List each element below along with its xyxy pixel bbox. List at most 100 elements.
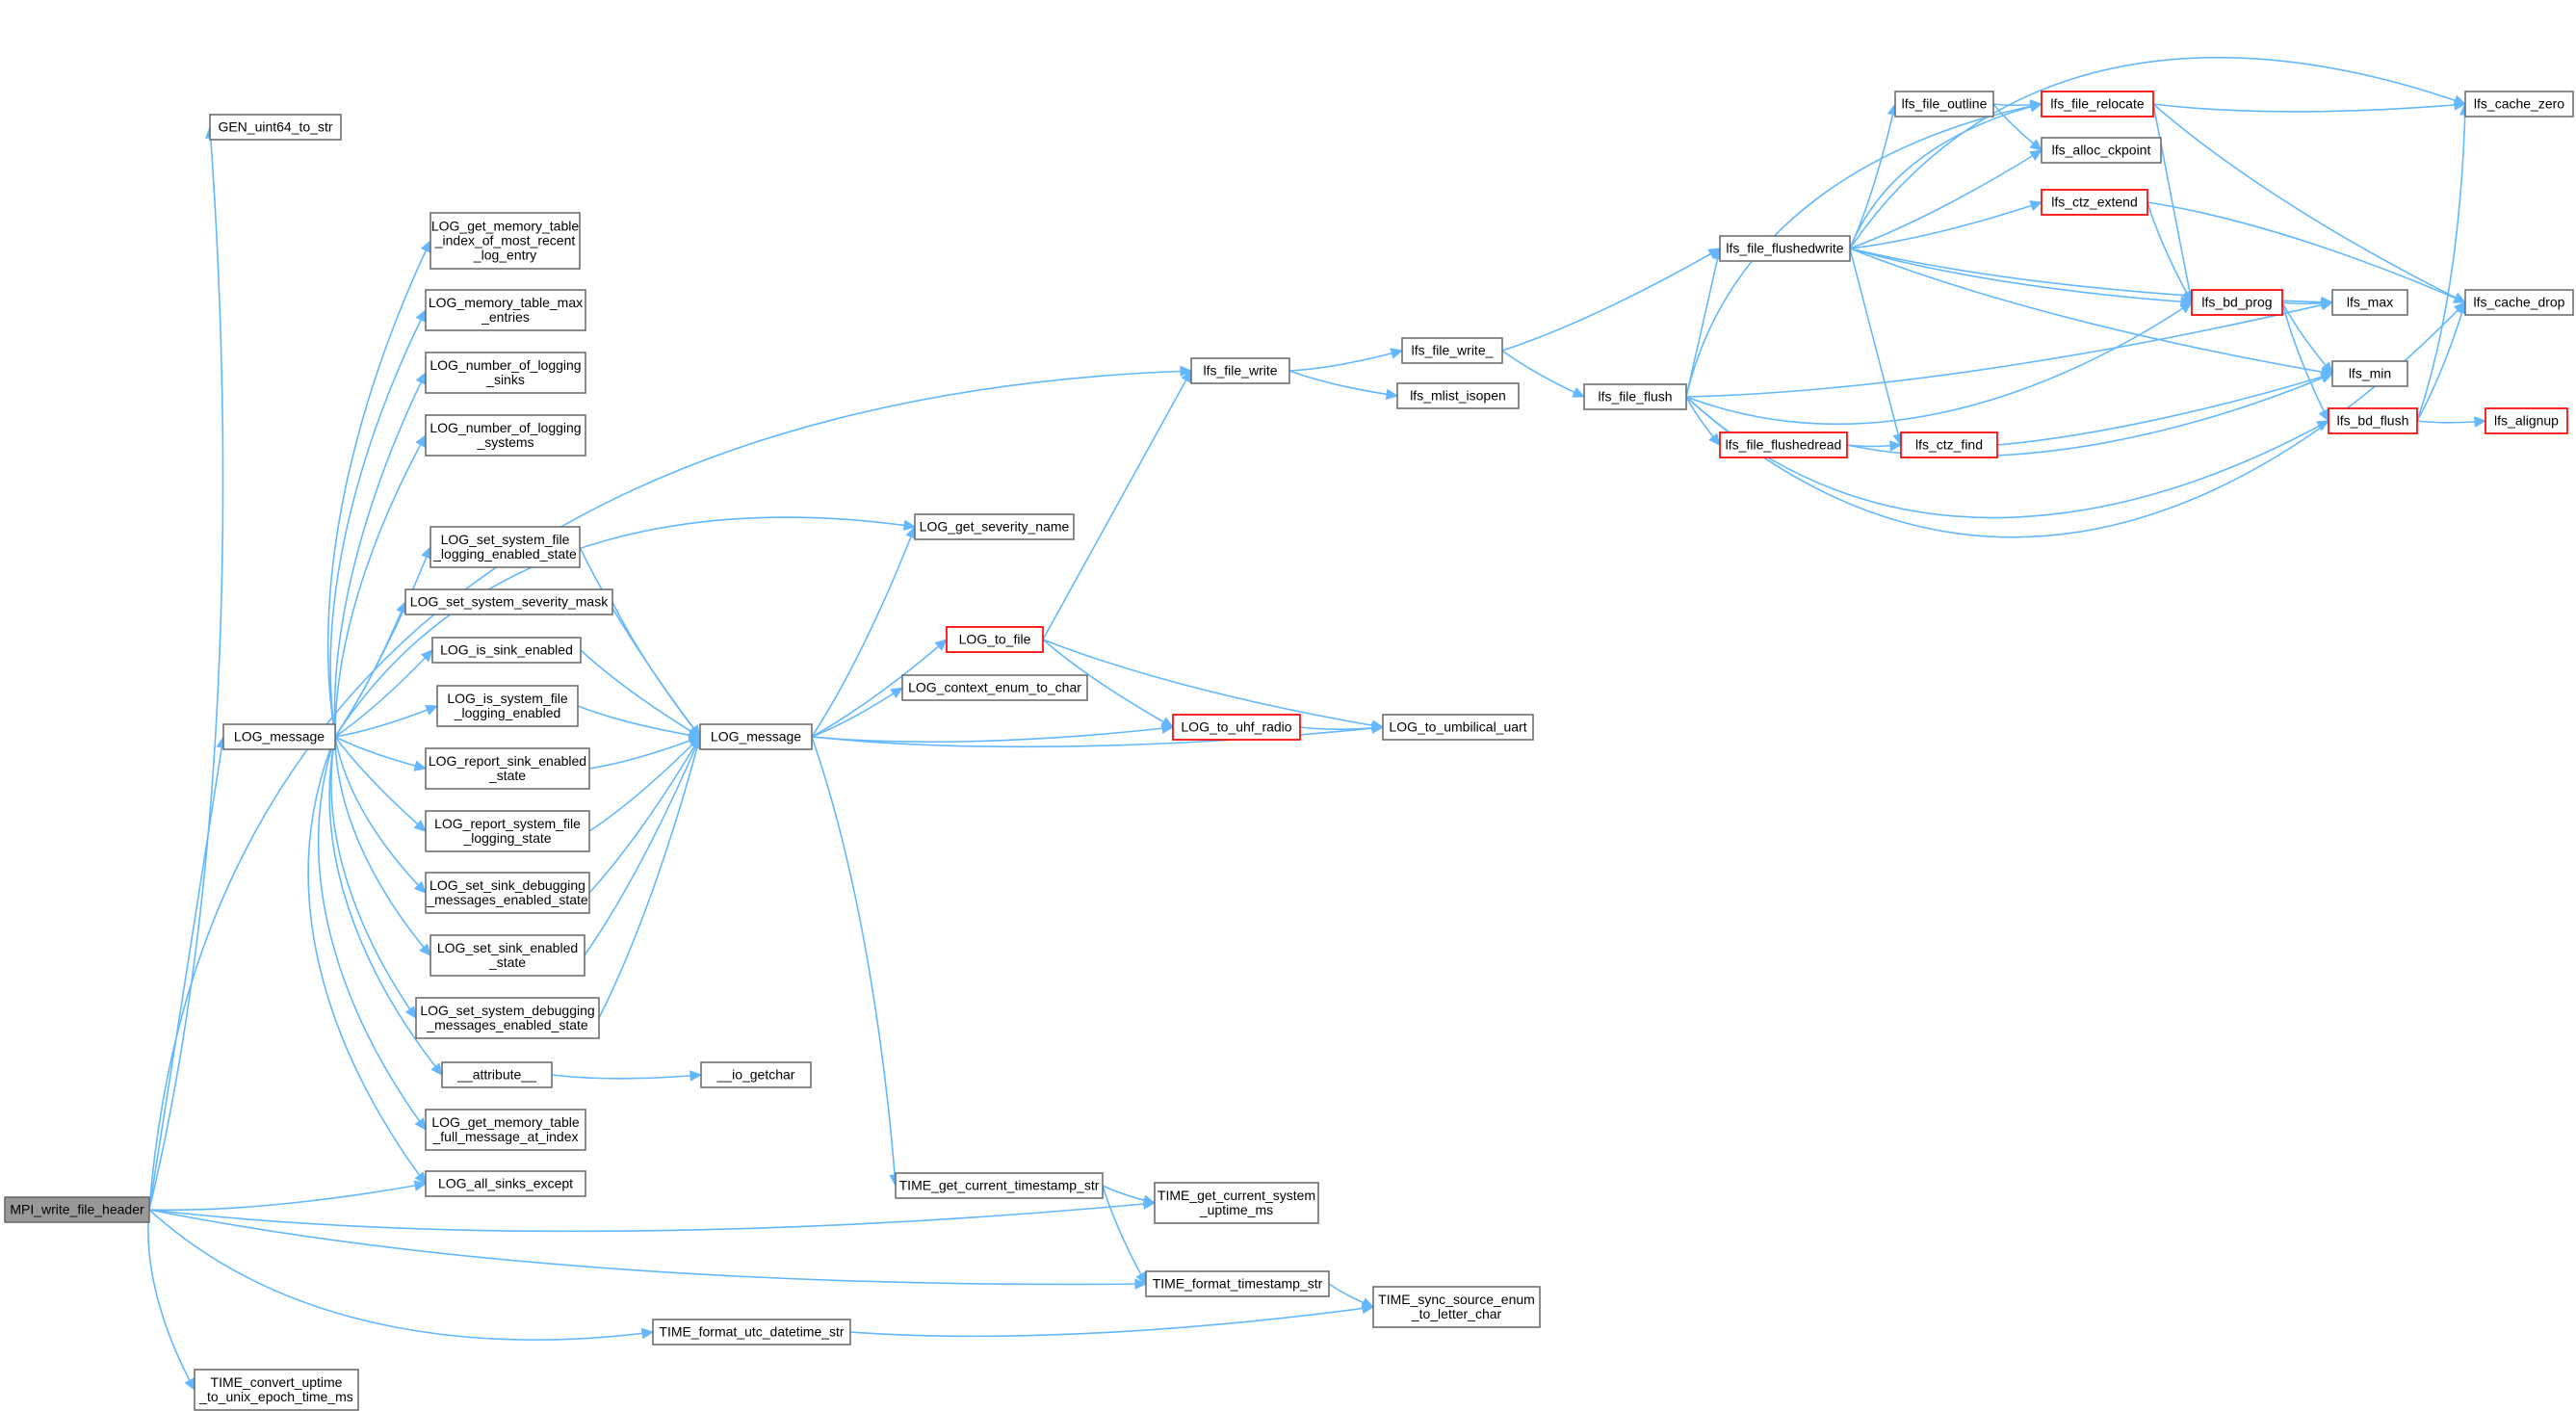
node-uhf[interactable]: LOG_to_uhf_radio xyxy=(1172,714,1301,741)
node-box-flushedread[interactable] xyxy=(1719,431,1848,458)
node-min[interactable]: lfs_min xyxy=(2331,360,2408,387)
node-box-tfts[interactable] xyxy=(1145,1270,1330,1297)
node-setsev[interactable]: LOG_set_system_severity_mask xyxy=(404,588,613,615)
node-box-repsink[interactable] xyxy=(425,747,590,790)
node-iogetchar[interactable]: __io_getchar xyxy=(700,1061,812,1088)
node-getfull[interactable]: LOG_get_memory_table_full_message_at_ind… xyxy=(425,1109,586,1151)
node-numsinks[interactable]: LOG_number_of_logging_sinks xyxy=(425,352,586,394)
node-repsysfile[interactable]: LOG_report_system_file_logging_state xyxy=(425,810,590,852)
node-memmax[interactable]: LOG_memory_table_max_entries xyxy=(425,289,586,331)
node-max[interactable]: lfs_max xyxy=(2331,289,2408,316)
node-setsinkdbg[interactable]: LOG_set_sink_debugging_messages_enabled_… xyxy=(425,872,590,914)
node-issink[interactable]: LOG_is_sink_enabled xyxy=(431,637,582,664)
node-box-allsinks[interactable] xyxy=(425,1170,586,1197)
node-box-lfswrite[interactable] xyxy=(1190,357,1290,384)
node-box-sevname[interactable] xyxy=(914,513,1075,540)
node-box-ctzext[interactable] xyxy=(2041,189,2148,216)
node-ckpoint[interactable]: lfs_alloc_ckpoint xyxy=(2041,137,2162,164)
node-box-relocate[interactable] xyxy=(2041,91,2154,118)
node-allsinks[interactable]: LOG_all_sinks_except xyxy=(425,1170,586,1197)
node-setsinken[interactable]: LOG_set_sink_enabled_state xyxy=(429,934,585,977)
node-ctxenum[interactable]: LOG_context_enum_to_char xyxy=(901,674,1088,701)
node-flush[interactable]: lfs_file_flush xyxy=(1583,383,1687,410)
node-repsink[interactable]: LOG_report_sink_enabled_state xyxy=(425,747,590,790)
node-gen[interactable]: GEN_uint64_to_str xyxy=(209,114,342,141)
node-box-gen[interactable] xyxy=(209,114,342,141)
node-box-ctxenum[interactable] xyxy=(901,674,1088,701)
node-box-bdprog[interactable] xyxy=(2191,289,2283,316)
node-box-getmem[interactable] xyxy=(429,212,581,270)
node-mlist[interactable]: lfs_mlist_isopen xyxy=(1396,382,1520,409)
node-box-flush[interactable] xyxy=(1583,383,1687,410)
node-czero[interactable]: lfs_cache_zero xyxy=(2464,91,2574,118)
node-sevname[interactable]: LOG_get_severity_name xyxy=(914,513,1075,540)
node-ctzext[interactable]: lfs_ctz_extend xyxy=(2041,189,2148,216)
node-numsys[interactable]: LOG_number_of_logging_systems xyxy=(425,414,586,457)
node-box-lfswrite_[interactable] xyxy=(1401,337,1503,364)
node-mpi[interactable]: MPI_write_file_header xyxy=(4,1196,150,1223)
node-box-mpi[interactable] xyxy=(4,1196,150,1223)
node-box-logfile[interactable] xyxy=(946,626,1044,653)
node-box-setsinken[interactable] xyxy=(429,934,585,977)
node-logfile[interactable]: LOG_to_file xyxy=(946,626,1044,653)
node-tsse[interactable]: TIME_sync_source_enum_to_letter_char xyxy=(1372,1286,1541,1328)
node-box-tfudt[interactable] xyxy=(652,1319,851,1346)
node-box-tgcts[interactable] xyxy=(895,1172,1104,1199)
node-issysfile[interactable]: LOG_is_system_file_logging_enabled xyxy=(436,685,579,727)
node-tgcsum[interactable]: TIME_get_current_system_uptime_ms xyxy=(1154,1182,1319,1224)
node-box-bdflush[interactable] xyxy=(2328,407,2418,434)
node-box-tsse[interactable] xyxy=(1372,1286,1541,1328)
node-box-issysfile[interactable] xyxy=(436,685,579,727)
node-box-mlist[interactable] xyxy=(1396,382,1520,409)
node-box-setsysdbg[interactable] xyxy=(415,997,600,1039)
node-tgcts[interactable]: TIME_get_current_timestamp_str xyxy=(895,1172,1104,1199)
node-box-tgcsum[interactable] xyxy=(1154,1182,1319,1224)
node-box-logmsg2[interactable] xyxy=(699,723,813,750)
node-box-max[interactable] xyxy=(2331,289,2408,316)
node-box-czero[interactable] xyxy=(2464,91,2574,118)
node-box-ckpoint[interactable] xyxy=(2041,137,2162,164)
node-bdflush[interactable]: lfs_bd_flush xyxy=(2328,407,2418,434)
node-flushedwrite[interactable]: lfs_file_flushedwrite xyxy=(1719,235,1851,262)
node-box-getfull[interactable] xyxy=(425,1109,586,1151)
node-box-setsinkdbg[interactable] xyxy=(425,872,590,914)
node-box-iogetchar[interactable] xyxy=(700,1061,812,1088)
node-setsysdbg[interactable]: LOG_set_system_debugging_messages_enable… xyxy=(415,997,600,1039)
node-outline[interactable]: lfs_file_outline xyxy=(1894,91,1994,118)
node-tfts[interactable]: TIME_format_timestamp_str xyxy=(1145,1270,1330,1297)
node-umb[interactable]: LOG_to_umbilical_uart xyxy=(1382,714,1534,741)
node-box-cdrop[interactable] xyxy=(2464,289,2574,316)
node-box-umb[interactable] xyxy=(1382,714,1534,741)
node-box-setsev[interactable] xyxy=(404,588,613,615)
node-box-issink[interactable] xyxy=(431,637,582,664)
node-tcute[interactable]: TIME_convert_uptime_to_unix_epoch_time_m… xyxy=(194,1369,359,1411)
node-logmsg1[interactable]: LOG_message xyxy=(222,723,336,750)
node-relocate[interactable]: lfs_file_relocate xyxy=(2041,91,2154,118)
node-bdprog[interactable]: lfs_bd_prog xyxy=(2191,289,2283,316)
node-box-ctzfind[interactable] xyxy=(1900,431,1998,458)
node-box-numsys[interactable] xyxy=(425,414,586,457)
node-box-outline[interactable] xyxy=(1894,91,1994,118)
node-lfswrite_[interactable]: lfs_file_write_ xyxy=(1401,337,1503,364)
node-tfudt[interactable]: TIME_format_utc_datetime_str xyxy=(652,1319,851,1346)
node-alignup[interactable]: lfs_alignup xyxy=(2485,407,2568,434)
node-logmsg2[interactable]: LOG_message xyxy=(699,723,813,750)
node-getmem[interactable]: LOG_get_memory_table_index_of_most_recen… xyxy=(429,212,581,270)
node-setsysfile[interactable]: LOG_set_system_file_logging_enabled_stat… xyxy=(429,526,581,568)
node-box-min[interactable] xyxy=(2331,360,2408,387)
node-box-attr[interactable] xyxy=(441,1061,553,1088)
node-box-logmsg1[interactable] xyxy=(222,723,336,750)
node-box-uhf[interactable] xyxy=(1172,714,1301,741)
node-box-flushedwrite[interactable] xyxy=(1719,235,1851,262)
node-cdrop[interactable]: lfs_cache_drop xyxy=(2464,289,2574,316)
node-lfswrite[interactable]: lfs_file_write xyxy=(1190,357,1290,384)
node-attr[interactable]: __attribute__ xyxy=(441,1061,553,1088)
node-box-repsysfile[interactable] xyxy=(425,810,590,852)
node-box-tcute[interactable] xyxy=(194,1369,359,1411)
node-flushedread[interactable]: lfs_file_flushedread xyxy=(1719,431,1848,458)
node-box-memmax[interactable] xyxy=(425,289,586,331)
node-ctzfind[interactable]: lfs_ctz_find xyxy=(1900,431,1998,458)
node-box-alignup[interactable] xyxy=(2485,407,2568,434)
node-box-setsysfile[interactable] xyxy=(429,526,581,568)
node-box-numsinks[interactable] xyxy=(425,352,586,394)
